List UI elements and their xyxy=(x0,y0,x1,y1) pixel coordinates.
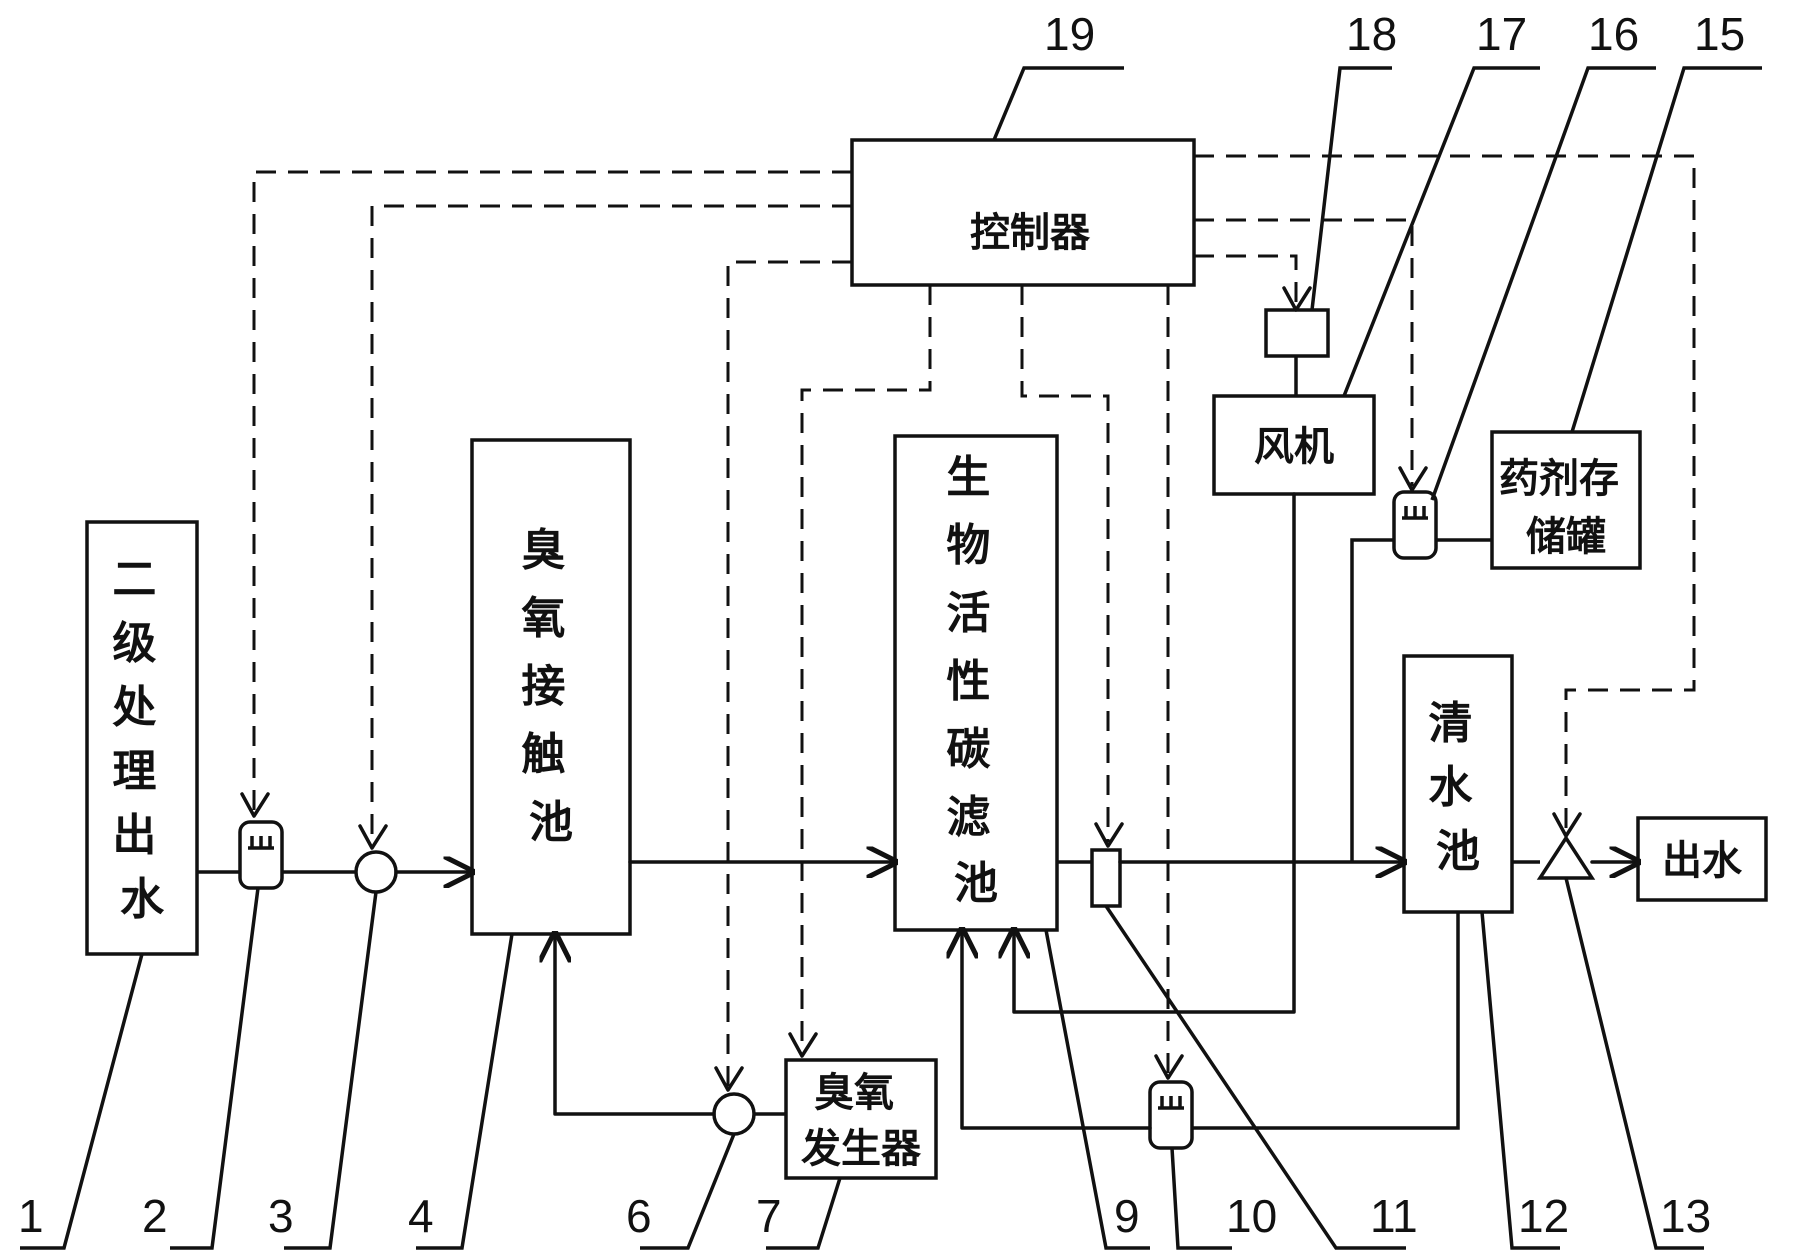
chemical-storage-tank-box: 药剂存 储罐 xyxy=(1490,430,1642,570)
sensor-icon-11 xyxy=(1090,848,1122,908)
bac-filter-char-1: 生 xyxy=(946,452,990,503)
blower-label: 风机 xyxy=(1254,424,1334,470)
callout-3: 3 xyxy=(268,1190,294,1242)
callout-11: 11 xyxy=(1370,1190,1418,1242)
svg-text:二 级 处 理: 二 级 处 理 出 水 xyxy=(112,554,171,925)
bac-filter-char-2: 物 xyxy=(946,520,990,571)
svg-text:生 物 活 性: 生 物 活 性 碳 滤 池 xyxy=(946,452,1005,909)
callout-15: 15 xyxy=(1694,8,1745,60)
chemical-tank-label-line2: 储罐 xyxy=(1526,514,1606,560)
secondary-effluent-box: 二 级 处 理 出 水 xyxy=(85,520,199,956)
callout-12: 12 xyxy=(1518,1190,1569,1242)
pump-icon-2 xyxy=(238,820,284,890)
callout-leaders xyxy=(20,66,1762,1250)
secondary-effluent-char-3: 处 xyxy=(112,682,156,733)
ozone-contact-char-3: 接 xyxy=(521,661,565,712)
valve-icon-3 xyxy=(354,850,398,894)
ozone-contact-char-2: 氧 xyxy=(521,593,565,644)
chemical-tank-label-line1: 药剂存 xyxy=(1499,456,1619,502)
blower-box: 风机 xyxy=(1212,394,1376,496)
callout-9: 9 xyxy=(1114,1190,1140,1242)
blower-inlet-device xyxy=(1264,308,1330,396)
ozone-contact-char-5: 池 xyxy=(529,797,573,848)
valve-icon-6 xyxy=(712,1092,756,1136)
ozone-generator-label-line1: 臭氧 xyxy=(814,1070,894,1116)
bac-filter-box: 生 物 活 性 碳 滤 池 xyxy=(893,434,1059,932)
secondary-effluent-char-2: 级 xyxy=(112,618,156,669)
ozone-contact-char-4: 触 xyxy=(521,729,565,780)
process-lines xyxy=(197,492,1638,1130)
callout-18: 18 xyxy=(1346,8,1397,60)
clear-water-tank-box: 清 水 池 xyxy=(1402,654,1514,914)
callout-6: 6 xyxy=(626,1190,652,1242)
svg-text:药剂存 储罐: 药剂存 储罐 xyxy=(1499,456,1633,560)
callout-1: 1 xyxy=(18,1190,44,1242)
svg-text:臭 氧 接 触: 臭 氧 接 触 池 xyxy=(521,525,580,848)
ozone-generator-label-line2: 发生器 xyxy=(801,1126,922,1172)
svg-text:清 水 池: 清 水 池 xyxy=(1428,698,1487,877)
callout-17: 17 xyxy=(1476,8,1527,60)
clear-water-char-3: 池 xyxy=(1436,826,1480,877)
callout-19: 19 xyxy=(1044,8,1095,60)
ozone-generator-box: 臭氧 发生器 xyxy=(784,1058,938,1180)
controller-box: 控制器 xyxy=(850,138,1196,287)
svg-text:臭氧 发生器: 臭氧 发生器 xyxy=(801,1070,922,1172)
bac-filter-char-7: 池 xyxy=(954,858,998,909)
callout-13: 13 xyxy=(1660,1190,1711,1242)
callout-numbers: 1 2 3 4 6 7 9 10 11 12 13 15 16 17 18 19 xyxy=(18,8,1745,1242)
bac-filter-char-3: 活 xyxy=(946,588,990,639)
effluent-box: 出水 xyxy=(1636,816,1768,902)
secondary-effluent-char-5: 出 xyxy=(112,810,156,861)
pump-icon-10 xyxy=(1148,1080,1194,1150)
callout-10: 10 xyxy=(1226,1190,1277,1242)
dosing-pump-icon-13 xyxy=(1536,834,1596,880)
bac-filter-char-4: 性 xyxy=(946,656,990,707)
secondary-effluent-char-1: 二 xyxy=(112,554,156,605)
clear-water-char-2: 水 xyxy=(1428,762,1473,813)
callout-4: 4 xyxy=(408,1190,434,1242)
ozone-contact-char-1: 臭 xyxy=(521,525,565,576)
bac-filter-char-6: 滤 xyxy=(946,792,990,843)
callout-16: 16 xyxy=(1588,8,1639,60)
secondary-effluent-char-6: 水 xyxy=(120,874,165,925)
callout-2: 2 xyxy=(142,1190,168,1242)
control-signal-lines xyxy=(240,154,1696,1092)
callout-7: 7 xyxy=(756,1190,782,1242)
secondary-effluent-char-4: 理 xyxy=(112,746,156,797)
pump-icon-16 xyxy=(1392,490,1438,560)
controller-label: 控制器 xyxy=(970,210,1091,256)
bac-filter-char-5: 碳 xyxy=(946,724,991,775)
clear-water-char-1: 清 xyxy=(1428,698,1472,749)
effluent-label: 出水 xyxy=(1662,838,1743,884)
ozone-contact-tank-box: 臭 氧 接 触 池 xyxy=(470,438,632,936)
